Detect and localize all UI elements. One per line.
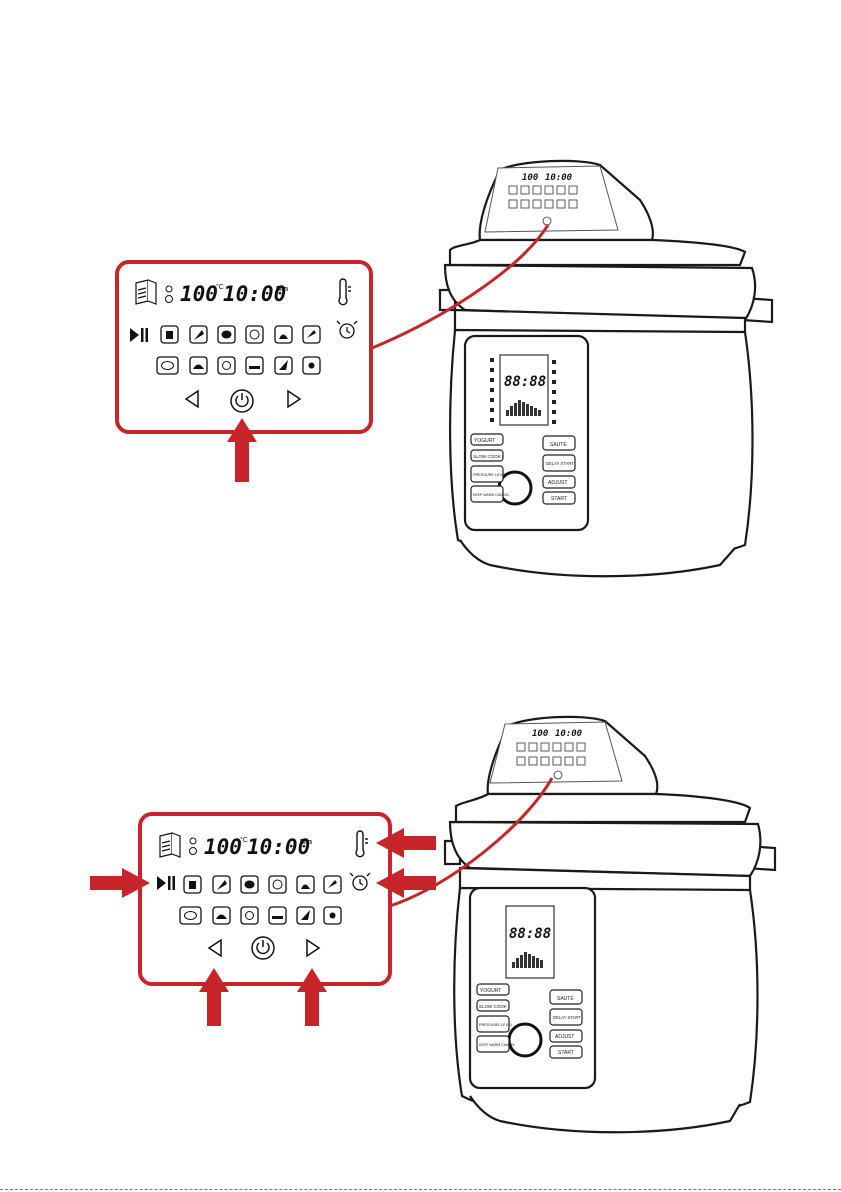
lid-mini-readout: 100 xyxy=(522,173,539,183)
temperature-readout: 100 xyxy=(180,282,218,306)
adjust-button[interactable]: ADJUST xyxy=(548,480,567,486)
menu-icon-2[interactable] xyxy=(160,833,180,857)
saute-button[interactable]: SAUTE xyxy=(550,442,567,448)
burger-icon[interactable] xyxy=(222,331,232,339)
burger-icon-2[interactable] xyxy=(245,881,255,889)
slow-cook-button[interactable]: SLOW COOK xyxy=(473,454,501,459)
keep-warm-cancel-button[interactable]: KEEP WARM CANCEL xyxy=(473,493,509,497)
time-unit: Min xyxy=(276,286,288,293)
lid-mini-time-2: 10:00 xyxy=(555,729,583,739)
menu-icon[interactable] xyxy=(136,280,156,304)
fries-icon-2[interactable] xyxy=(189,881,196,889)
yogurt-button-2[interactable]: YOGURT xyxy=(480,988,501,994)
lid-mini-time: 10:00 xyxy=(545,173,573,183)
figure-2-drawing: 88:88 YOGURT SLOW COOK PRESSURE LEVEL KE… xyxy=(0,596,841,1192)
cooker-buttons-left-2 xyxy=(477,984,509,1052)
delay-start-button-2[interactable]: DELAY START xyxy=(553,1015,581,1020)
cooker-lcd-digits: 88:88 xyxy=(504,374,546,390)
figure-1-power-button: 88:88 YOGURT SLOW COOK PRESSURE LEVEL KE… xyxy=(0,0,841,596)
pressure-level-button-2[interactable]: PRESSURE LEVEL xyxy=(479,1023,513,1027)
dehydrate-icon[interactable] xyxy=(309,363,315,369)
page-bottom-divider xyxy=(0,1189,841,1190)
dehydrate-icon-2[interactable] xyxy=(330,913,336,919)
figure-2-control-keys: 88:88 YOGURT SLOW COOK PRESSURE LEVEL KE… xyxy=(0,596,841,1192)
start-button[interactable]: START xyxy=(551,496,567,502)
cooker-illustration-2 xyxy=(445,717,775,1132)
saute-button-2[interactable]: SAUTE xyxy=(557,996,574,1002)
figure-1-drawing: 88:88 YOGURT SLOW COOK PRESSURE LEVEL KE… xyxy=(0,0,841,596)
pressure-level-button[interactable]: PRESSURE LEVEL xyxy=(473,473,507,477)
grill-icon-2[interactable] xyxy=(272,916,283,919)
grill-icon[interactable] xyxy=(249,366,260,369)
lid-mini-readout-2: 100 xyxy=(532,729,549,739)
time-unit-2: Min xyxy=(300,839,312,846)
cooker-illustration xyxy=(440,161,772,576)
keep-warm-cancel-button-2[interactable]: KEEP WARM CANCEL xyxy=(479,1043,515,1047)
yogurt-button[interactable]: YOGURT xyxy=(474,438,495,444)
delay-start-button[interactable]: DELAY START xyxy=(546,461,574,466)
cooker-lcd-digits-2: 88:88 xyxy=(509,926,551,942)
slow-cook-button-2[interactable]: SLOW COOK xyxy=(479,1004,507,1009)
fries-icon[interactable] xyxy=(166,331,173,339)
adjust-button-2[interactable]: ADJUST xyxy=(555,1034,574,1040)
start-button-2[interactable]: START xyxy=(558,1050,574,1056)
temperature-readout-2: 100 xyxy=(204,835,242,859)
cooker-buttons-left xyxy=(471,434,503,502)
